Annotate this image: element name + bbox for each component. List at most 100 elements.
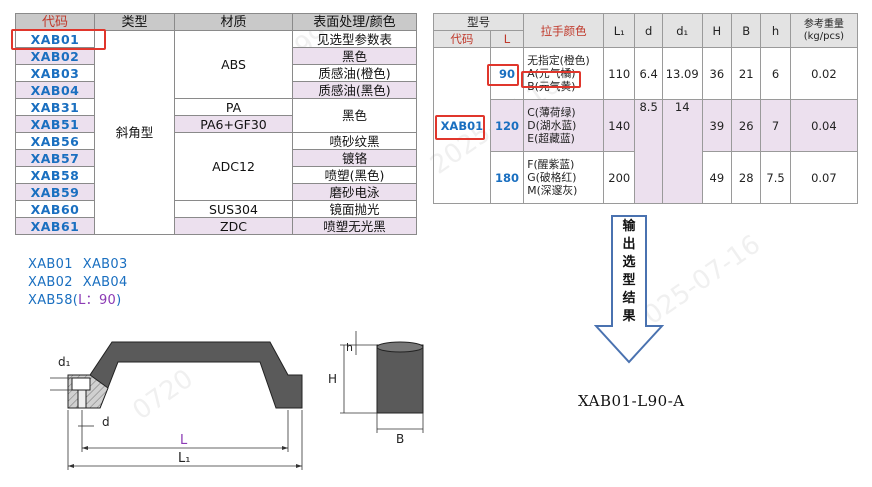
h-cell: 6 (760, 47, 791, 100)
surface-cell: 镜面抛光 (292, 200, 417, 218)
d1-cell: 13.09 (661, 47, 703, 100)
H-cell: 36 (701, 47, 733, 100)
code-list-row: XAB02 XAB04 (28, 274, 138, 292)
color-option[interactable]: C(薄荷绿) (527, 106, 576, 119)
surface-cell: 黑色 (292, 47, 417, 65)
surface-cell: 喷塑(黑色) (292, 166, 417, 184)
arrow-char: 型 (622, 273, 636, 288)
L1-cell: 200 (602, 151, 636, 204)
col-header-H: H (701, 13, 733, 48)
B-cell: 21 (731, 47, 762, 100)
color-option[interactable]: M(深邃灰) (527, 184, 578, 197)
code-param: L：90 (78, 293, 117, 308)
surface-cell: 质感油(黑色) (292, 81, 417, 99)
arrow-char: 结 (622, 291, 636, 306)
surface-cell: 黑色 (292, 98, 417, 133)
col-header-type: 类型 (94, 13, 175, 31)
arrow-char: 出 (622, 237, 636, 252)
selected-length-highlight (487, 64, 519, 86)
handle-side-view-drawing: H h B (328, 331, 424, 446)
col-header-L1: L₁ (602, 13, 636, 48)
L1-cell: 140 (602, 99, 636, 152)
code-cell[interactable]: XAB61 (15, 217, 95, 235)
weight-cell: 0.04 (789, 99, 859, 152)
color-options: C(薄荷绿) D(湖水蓝) E(超藏蓝) (523, 99, 604, 152)
col-header-d: d (634, 13, 663, 48)
arrow-char: 果 (622, 309, 636, 324)
dim-label-L: L (180, 433, 188, 448)
col-header-color: 拉手颜色 (523, 13, 604, 48)
arrow-label: 输 出 选 型 结 果 (614, 218, 644, 326)
code-param-open: ( (72, 293, 79, 308)
code-param-close: ) (116, 293, 122, 308)
selected-code-highlight (11, 29, 106, 50)
col-header-weight: 参考重量(kg/pcs) (789, 13, 859, 48)
d1-cell: 14 (661, 99, 703, 204)
code-cell[interactable]: XAB03 (15, 64, 95, 82)
code-cell[interactable]: XAB56 (15, 132, 95, 150)
arrow-char: 选 (622, 255, 636, 270)
color-option[interactable]: E(超藏蓝) (527, 132, 575, 145)
L1-cell: 110 (602, 47, 636, 100)
code-cell[interactable]: XAB04 (15, 81, 95, 99)
code-cell[interactable]: XAB51 (15, 115, 95, 133)
H-cell: 49 (701, 151, 733, 204)
surface-cell: 质感油(橙色) (292, 64, 417, 82)
material-cell: ABS (174, 30, 293, 99)
code-item[interactable]: XAB03 (82, 257, 128, 272)
surface-cell: 磨砂电泳 (292, 183, 417, 201)
color-option[interactable]: F(醒紫蓝) (527, 158, 575, 171)
type-cell: 斜角型 (94, 30, 175, 235)
code-cell[interactable]: XAB60 (15, 200, 95, 218)
weight-cell: 0.07 (789, 151, 859, 204)
color-options: F(醒紫蓝) G(破格红) M(深邃灰) (523, 151, 604, 204)
material-cell: ADC12 (174, 132, 293, 201)
length-cell[interactable]: 120 (489, 99, 525, 152)
selected-model-highlight (435, 115, 485, 140)
selection-parameter-table: 型号 拉手颜色 L₁ d d₁ H B h 参考重量(kg/pcs) 代码 L … (432, 13, 859, 204)
color-option[interactable]: G(破格红) (527, 171, 577, 184)
surface-cell: 喷砂纹黑 (292, 132, 417, 150)
code-cell[interactable]: XAB59 (15, 183, 95, 201)
code-item[interactable]: XAB02 (28, 275, 73, 290)
color-option[interactable]: D(湖水蓝) (527, 119, 577, 132)
code-cell[interactable]: XAB57 (15, 149, 95, 167)
down-arrow-icon (593, 215, 665, 364)
code-item[interactable]: XAB04 (82, 275, 128, 290)
code-cell[interactable]: XAB58 (15, 166, 95, 184)
col-header-model: 型号 (432, 13, 525, 31)
dim-label-d: d (102, 415, 110, 429)
dim-label-H: H (328, 372, 337, 386)
col-header-d1: d₁ (661, 13, 703, 48)
color-option[interactable]: A(元气橘) (527, 67, 576, 80)
code-list-row: XAB01 XAB03 (28, 256, 138, 274)
col-header-B: B (731, 13, 762, 48)
B-cell: 26 (731, 99, 762, 152)
output-arrow: 输 出 选 型 结 果 (593, 214, 665, 364)
handle-front-view-drawing: d₁ d L L₁ (50, 341, 303, 470)
code-cell[interactable]: XAB02 (15, 47, 95, 65)
H-cell: 39 (701, 99, 733, 152)
code-item[interactable]: XAB58 (28, 293, 73, 308)
col-header-material: 材质 (174, 13, 293, 31)
product-series-table: 代码 类型 材质 表面处理/颜色 XAB01 斜角型 ABS 见选型参数表 XA… (15, 13, 417, 235)
code-list: XAB01 XAB03 XAB02 XAB04 XAB58(L：90) (28, 256, 138, 310)
B-cell: 28 (731, 151, 762, 204)
col-header-L: L (489, 30, 525, 48)
col-header-code: 代码 (433, 30, 491, 48)
selection-result: XAB01-L90-A (578, 392, 685, 410)
col-header-h: h (760, 13, 791, 48)
code-cell[interactable]: XAB31 (15, 98, 95, 116)
code-item[interactable]: XAB01 (28, 257, 73, 272)
d-cell: 8.5 (634, 99, 663, 204)
length-cell[interactable]: 180 (489, 151, 525, 204)
material-cell: SUS304 (174, 200, 293, 218)
model-code-cell[interactable]: XAB01 (433, 47, 491, 204)
h-cell: 7.5 (760, 151, 791, 204)
dim-label-h: h (346, 341, 353, 354)
h-cell: 7 (760, 99, 791, 152)
code-list-row: XAB58(L：90) (28, 292, 138, 310)
surface-cell: 见选型参数表 (292, 30, 417, 48)
color-option[interactable]: 无指定(橙色) (527, 54, 590, 67)
material-cell: ZDC (174, 217, 293, 235)
